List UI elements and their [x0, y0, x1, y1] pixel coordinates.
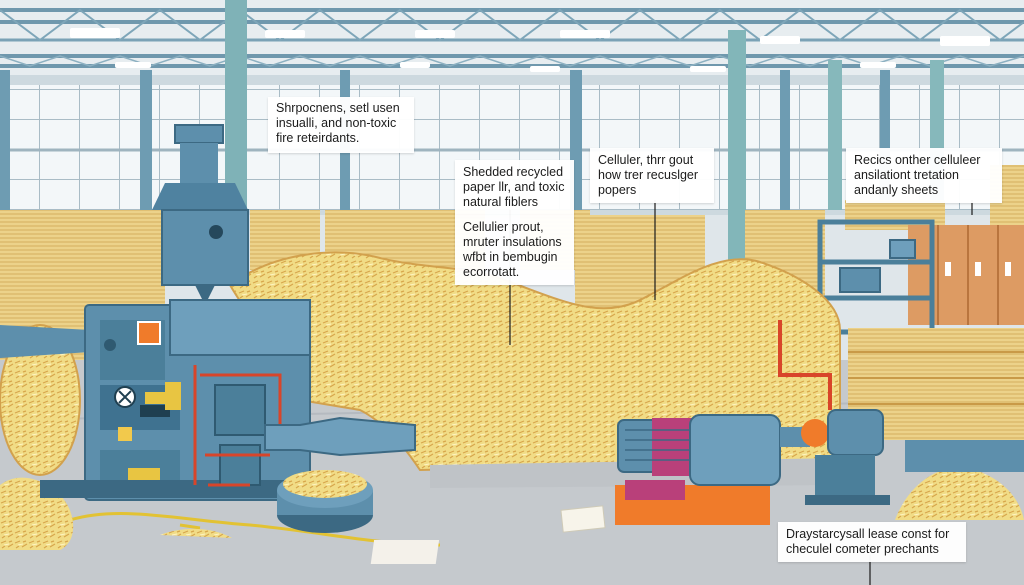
cellulose-pile-right [895, 467, 1024, 520]
callout-cellulier-prout: Cellulier prout, mruter insulations wfbt… [455, 215, 574, 285]
shredder-machine [0, 124, 416, 501]
storage-cabinets [908, 225, 1024, 325]
callout-bottom-right: Draystarcysall lease const for checulel … [778, 522, 966, 562]
warning-icon [118, 427, 132, 441]
floor-safety-line [69, 512, 440, 547]
callout-shredded-paper: Shedded recycled paper llr, and toxic na… [455, 160, 574, 215]
paper-tray [560, 505, 606, 533]
callout-cellulier-thrr: Celluler, thrr gout how trer recuslger p… [590, 148, 714, 203]
motor-pump [615, 320, 1024, 525]
control-panel-icon [137, 321, 161, 345]
cellulose-drum [277, 470, 373, 533]
cellulose-roll [0, 324, 81, 476]
cellulose-mound [228, 251, 841, 472]
callout-recics: Recics onther celluleer ansilationt tret… [846, 148, 1002, 203]
roof-truss [0, 0, 1024, 75]
callout-fire-retardants: Shrpocnens, setl usen insualli, and non-… [268, 97, 414, 153]
paper-sheet [370, 540, 440, 564]
